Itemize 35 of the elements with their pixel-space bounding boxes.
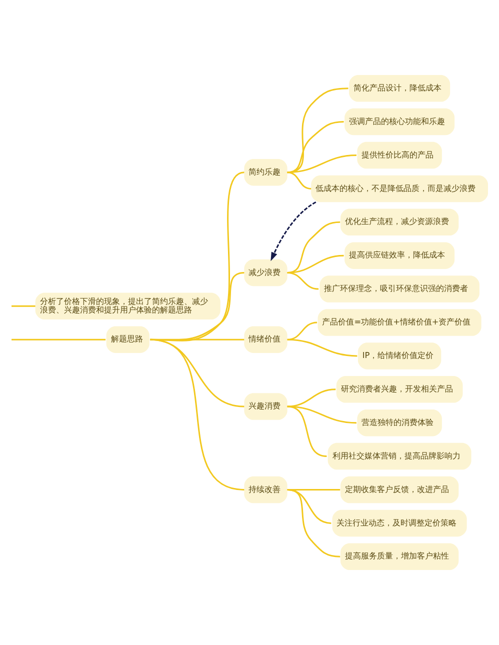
node-box: 持续改善 xyxy=(244,476,288,504)
node-box: 定期收集客户反馈，改进产品 xyxy=(340,476,459,504)
node-box: 优化生产流程，减少资源浪费 xyxy=(340,208,459,236)
connector xyxy=(12,338,106,340)
node-box: 情绪价值 xyxy=(244,326,288,353)
arrow xyxy=(270,202,316,262)
node-box: 提高服务质量，增加客户粘性 xyxy=(340,543,459,570)
node-box: 低成本的核心，不是降低品质，而是减少浪费 xyxy=(311,175,488,202)
node-box: 利用社交媒体营销，提高品牌影响力 xyxy=(328,442,472,470)
node-box: 关注行业动态，及时调整定价策略 xyxy=(332,510,467,537)
node-box: 强调产品的核心功能和乐趣 xyxy=(344,108,455,136)
connector xyxy=(287,489,340,558)
node-box: 兴趣消费 xyxy=(244,393,288,420)
node-box: 简约乐趣 xyxy=(244,158,288,186)
connector xyxy=(287,322,318,340)
connector xyxy=(287,406,327,458)
connector xyxy=(287,272,319,290)
node-box: 分析了价格下滑的现象，提出了简约乐趣、减少浪费、兴趣消费和提升用户体验的解题思路 xyxy=(35,292,220,320)
connector xyxy=(150,338,244,490)
connector xyxy=(12,305,36,307)
connector xyxy=(287,221,340,274)
connector xyxy=(287,154,356,174)
node-box: 提供性价比高的产品 xyxy=(357,142,442,169)
node-box: 减少浪费 xyxy=(244,259,288,286)
node-box: 产品价值=功能价值+情绪价值+资产价值 xyxy=(318,309,482,336)
node-box: 解题思路 xyxy=(106,326,150,353)
connector xyxy=(287,172,312,190)
node-box: 研究消费者兴趣，开发相关产品 xyxy=(336,376,463,403)
node-box: 简化产品设计，降低成本 xyxy=(349,74,450,102)
node-box: 推广环保理念，吸引环保意识强的消费者 xyxy=(320,276,480,302)
node-box: IP，给情绪价值定价 xyxy=(358,342,442,370)
node-box: 提高供应链效率，降低成本 xyxy=(344,242,455,269)
node-box: 营造独特的消费体验 xyxy=(357,409,442,436)
connector xyxy=(287,388,336,408)
connector xyxy=(287,338,358,357)
